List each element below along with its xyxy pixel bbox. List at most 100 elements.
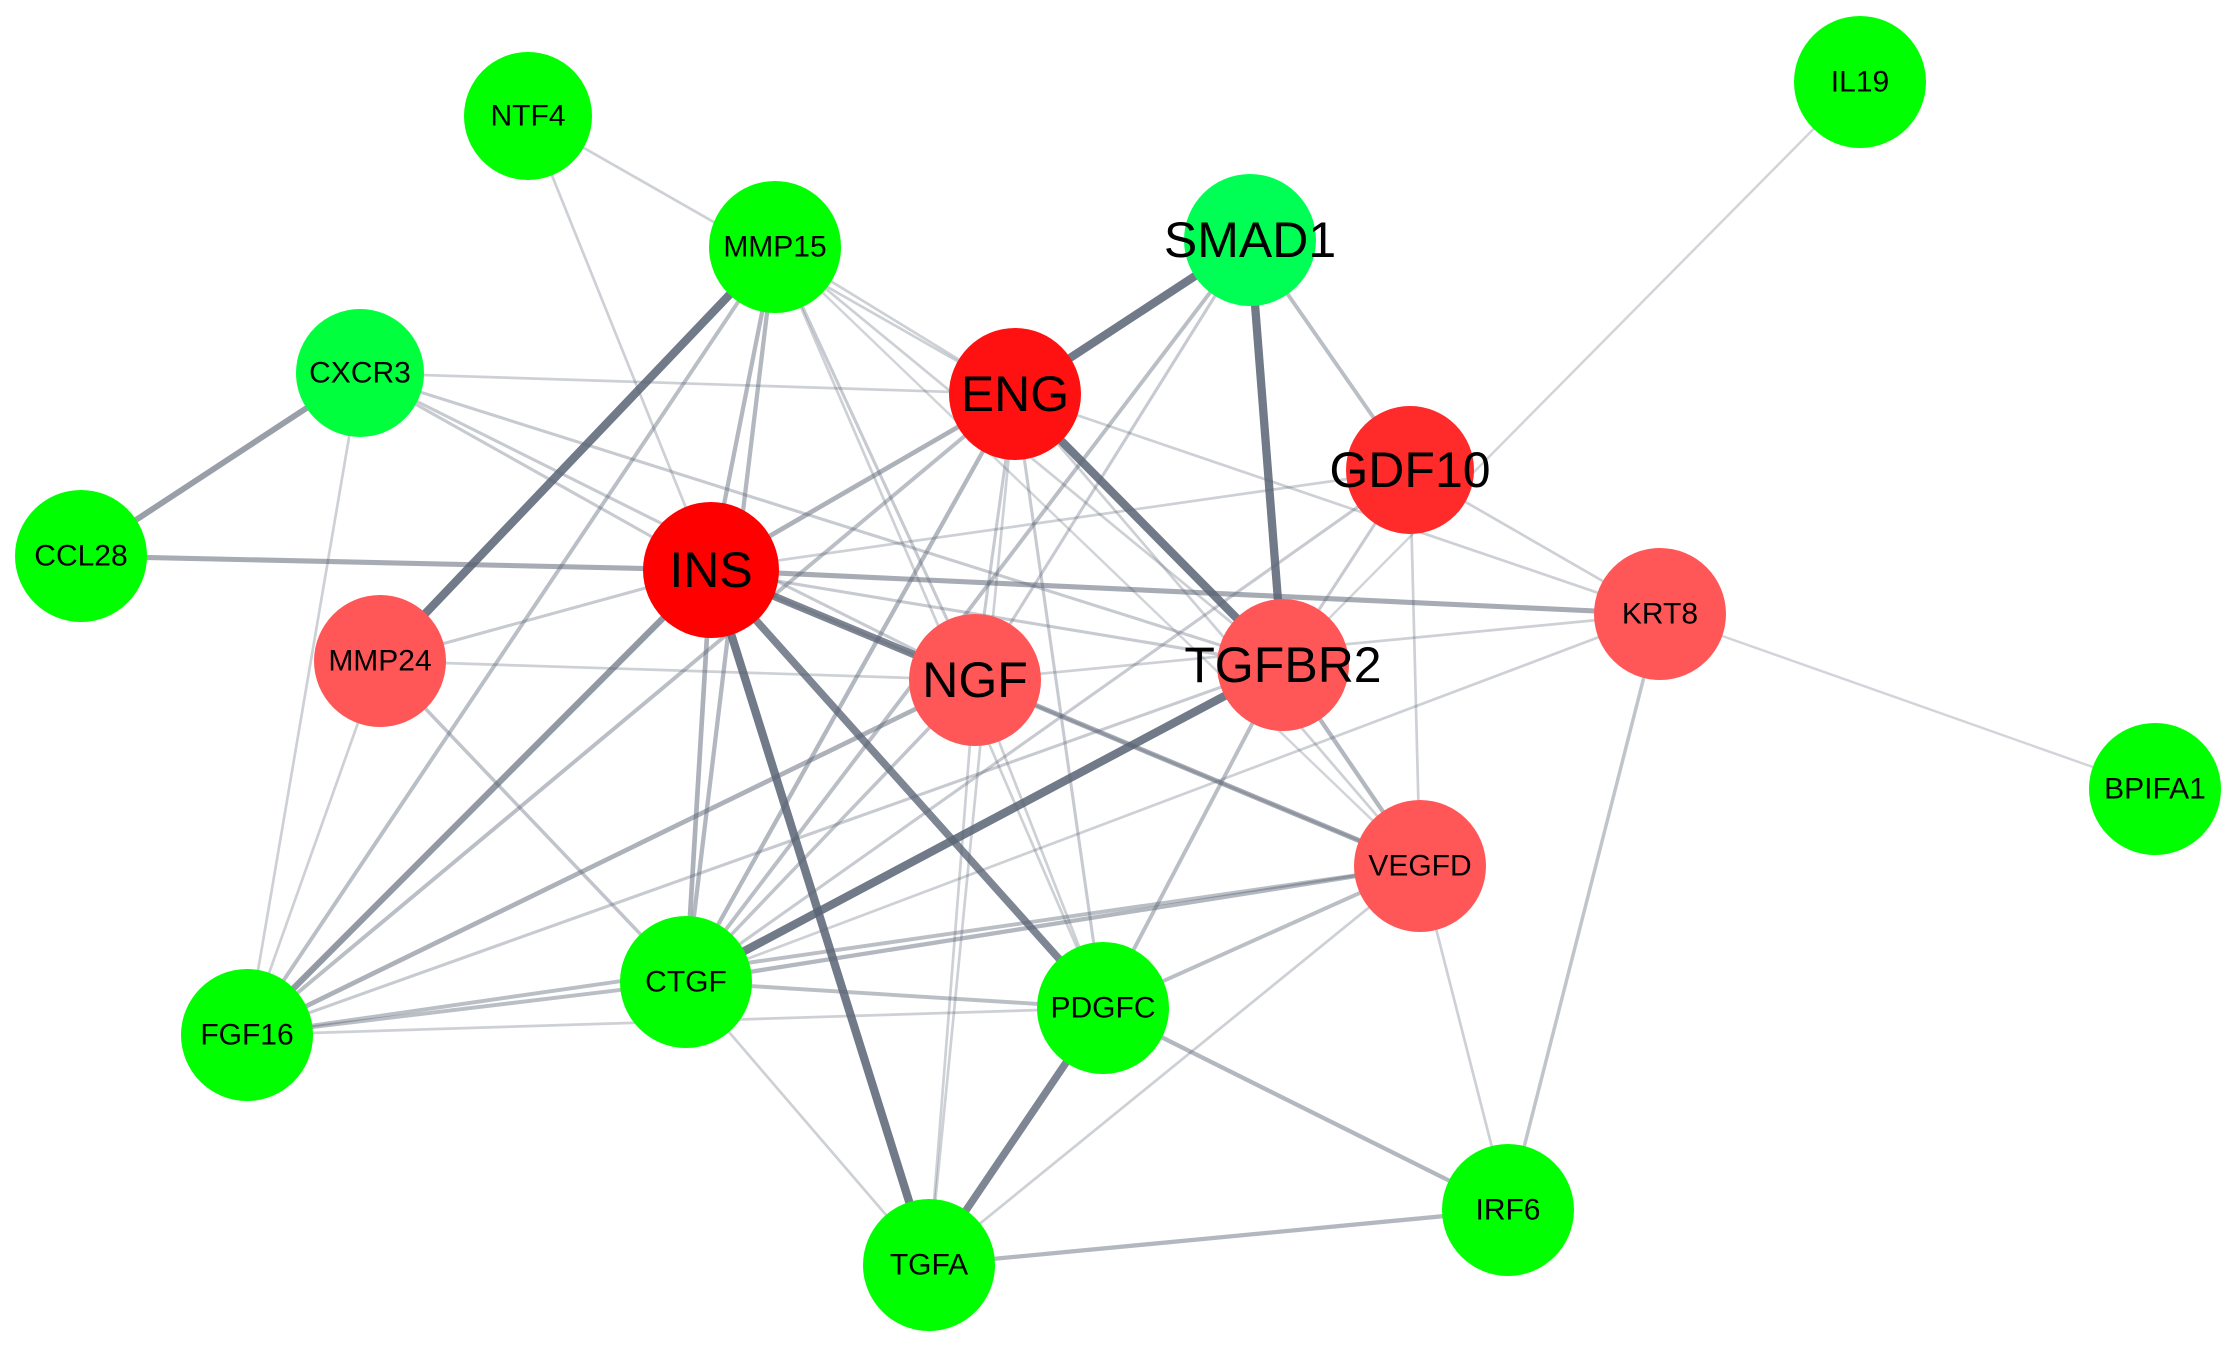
- node-cxcr3[interactable]: CXCR3: [296, 309, 424, 437]
- node-circle: [643, 502, 779, 638]
- edge-cxcr3-fgf16: [245, 371, 362, 1037]
- edge-vegfd-tgfa: [927, 864, 1422, 1267]
- node-pdgfc[interactable]: PDGFC: [1037, 942, 1169, 1074]
- node-circle: [620, 916, 752, 1048]
- edge-pdgfc-irf6: [1100, 1005, 1511, 1213]
- node-label: KRT8: [1622, 598, 1698, 631]
- node-label: NGF: [922, 652, 1028, 708]
- edge-ins-ctgf: [683, 567, 714, 985]
- edge-tgfbr2-ctgf: [681, 660, 1288, 987]
- edge-eng-pdgfc: [1013, 392, 1105, 1010]
- edge-il19-tgfbr2: [1281, 80, 1862, 667]
- edge-eng-fgf16: [245, 392, 1017, 1037]
- edge-eng-tgfa: [927, 392, 1017, 1267]
- node-label: ENG: [961, 366, 1069, 422]
- node-circle: [464, 52, 592, 180]
- edge-ins-tgfbr2: [709, 568, 1285, 667]
- edge-gdf10-ins: [709, 468, 1412, 572]
- edge-ins-vegfd: [709, 568, 1422, 868]
- node-label: PDGFC: [1051, 992, 1156, 1025]
- edge-ccl28-ins: [78, 553, 714, 573]
- edge-cxcr3-eng: [358, 371, 1017, 396]
- node-circle: [1442, 1144, 1574, 1276]
- edge-eng-vegfd: [1013, 392, 1422, 868]
- edge-ins-krt8: [708, 567, 1663, 617]
- edge-ngf-fgf16: [244, 677, 978, 1038]
- node-label: CCL28: [34, 540, 127, 573]
- edge-mmp15-ngf: [773, 245, 977, 682]
- node-label: INS: [669, 542, 752, 598]
- node-circle: [314, 595, 446, 727]
- node-label: VEGFD: [1368, 850, 1471, 883]
- edge-ins-pdgfc: [707, 566, 1107, 1012]
- node-label: FGF16: [200, 1019, 293, 1052]
- edge-ntf4-ins: [526, 114, 713, 572]
- node-circle: [296, 309, 424, 437]
- edge-smad1-ctgf: [684, 238, 1252, 984]
- node-label: CXCR3: [309, 357, 411, 390]
- node-eng[interactable]: ENG: [949, 328, 1081, 460]
- node-label: SMAD1: [1164, 212, 1336, 268]
- node-label: GDF10: [1329, 442, 1490, 498]
- node-mmp24[interactable]: MMP24: [314, 595, 446, 727]
- node-label: IRF6: [1475, 1194, 1540, 1227]
- edge-mmp24-ngf: [378, 659, 977, 682]
- node-circle: [1346, 406, 1474, 534]
- node-label: IL19: [1831, 66, 1889, 99]
- node-label: NTF4: [491, 100, 566, 133]
- edge-gdf10-vegfd: [1408, 468, 1422, 868]
- node-smad1[interactable]: SMAD1: [1164, 174, 1336, 306]
- node-ntf4[interactable]: NTF4: [464, 52, 592, 180]
- edge-krt8-bpifa1: [1658, 612, 2157, 791]
- node-circle: [709, 181, 841, 313]
- node-ins[interactable]: INS: [643, 502, 779, 638]
- edge-mmp24-ctgf: [378, 659, 688, 984]
- edge-vegfd-fgf16: [245, 864, 1422, 1037]
- edge-eng-krt8: [1013, 392, 1662, 616]
- edge-cxcr3-tgfbr2: [358, 371, 1285, 667]
- edge-mmp15-mmp24: [375, 242, 780, 666]
- node-circle: [1037, 942, 1169, 1074]
- edge-mmp15-fgf16: [245, 245, 777, 1037]
- node-circle: [2089, 723, 2221, 855]
- edge-ngf-tgfa: [927, 678, 977, 1267]
- node-ctgf[interactable]: CTGF: [620, 916, 752, 1048]
- node-circle: [181, 969, 313, 1101]
- edge-eng-ctgf: [683, 391, 1018, 985]
- node-circle: [909, 614, 1041, 746]
- node-circle: [15, 490, 147, 622]
- node-circle: [1794, 16, 1926, 148]
- node-ngf[interactable]: NGF: [909, 614, 1041, 746]
- node-label: TGFBR2: [1184, 637, 1381, 693]
- edge-vegfd-ctgf: [683, 863, 1423, 985]
- node-tgfa[interactable]: TGFA: [863, 1199, 995, 1331]
- node-circle: [1184, 174, 1316, 306]
- node-label: MMP15: [723, 231, 826, 264]
- node-irf6[interactable]: IRF6: [1442, 1144, 1574, 1276]
- node-circle: [949, 328, 1081, 460]
- node-vegfd[interactable]: VEGFD: [1354, 800, 1486, 932]
- node-fgf16[interactable]: FGF16: [181, 969, 313, 1101]
- node-tgfbr2[interactable]: TGFBR2: [1184, 599, 1382, 731]
- edge-ngf-vegfd: [972, 677, 1423, 869]
- node-label: BPIFA1: [2104, 773, 2206, 806]
- node-ccl28[interactable]: CCL28: [15, 490, 147, 622]
- edge-mmp24-fgf16: [245, 659, 382, 1037]
- node-label: CTGF: [645, 966, 727, 999]
- edge-krt8-ctgf: [684, 612, 1662, 984]
- edge-tgfbr2-fgf16: [245, 663, 1285, 1037]
- node-circle: [1354, 800, 1486, 932]
- edge-smad1-ngf: [973, 238, 1252, 682]
- node-krt8[interactable]: KRT8: [1594, 548, 1726, 680]
- node-bpifa1[interactable]: BPIFA1: [2089, 723, 2221, 855]
- node-gdf10[interactable]: GDF10: [1329, 406, 1491, 534]
- node-circle: [1594, 548, 1726, 680]
- node-label: TGFA: [890, 1249, 968, 1282]
- edge-tgfa-irf6: [926, 1207, 1511, 1268]
- node-label: MMP24: [328, 645, 431, 678]
- edge-ctgf-pdgfc: [684, 980, 1105, 1010]
- node-mmp15[interactable]: MMP15: [709, 181, 841, 313]
- node-il19[interactable]: IL19: [1794, 16, 1926, 148]
